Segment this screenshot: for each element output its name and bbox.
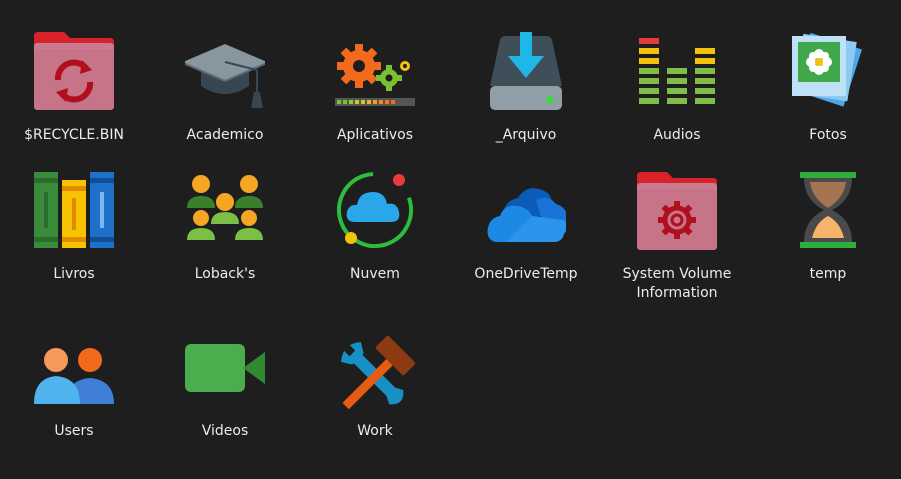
- hourglass-icon: [788, 170, 868, 250]
- equalizer-icon: [637, 30, 717, 110]
- file-label: $RECYCLE.BIN: [24, 127, 124, 143]
- file-label: OneDriveTemp: [474, 266, 578, 282]
- file-label: Work: [357, 423, 393, 439]
- file-label: Livros: [53, 266, 95, 282]
- file-label: System Volume Information: [622, 266, 732, 301]
- file-label: Nuvem: [350, 266, 400, 282]
- file-label: Videos: [201, 423, 249, 439]
- file-label: Academico: [186, 127, 264, 143]
- file-label: Aplicativos: [336, 127, 414, 143]
- file-label: Users: [54, 423, 94, 439]
- recycle-folder-icon: [34, 30, 114, 110]
- file-label: _Arquivo: [495, 127, 557, 143]
- cloud-sync-icon: [335, 170, 415, 250]
- books-icon: [34, 170, 114, 250]
- system-folder-icon: [637, 170, 717, 250]
- photos-icon: [788, 30, 868, 110]
- graduation-cap-icon: [185, 30, 265, 110]
- gears-icon: [335, 30, 415, 110]
- onedrive-cloud-icon: [486, 170, 566, 250]
- file-label: Loback's: [194, 266, 256, 282]
- users-icon: [34, 336, 114, 416]
- people-group-icon: [185, 170, 265, 250]
- tools-icon: [335, 336, 415, 416]
- file-label: Fotos: [809, 127, 847, 143]
- download-drive-icon: [486, 30, 566, 110]
- video-camera-icon: [185, 336, 265, 416]
- file-label: temp: [809, 266, 847, 282]
- file-label: Audios: [653, 127, 701, 143]
